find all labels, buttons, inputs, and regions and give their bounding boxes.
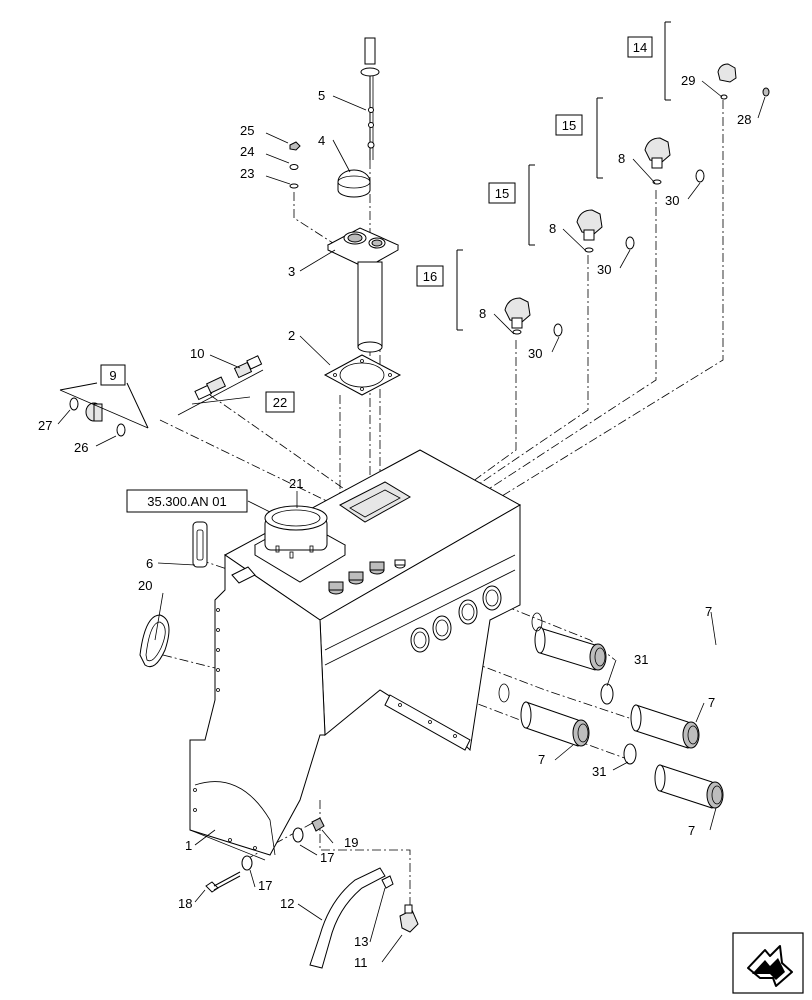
- fitting-10: [194, 355, 263, 401]
- callout-18: 18: [178, 896, 192, 911]
- gasket: [323, 354, 402, 396]
- plate-fasteners: [289, 141, 301, 189]
- callout-29: 29: [681, 73, 695, 88]
- strap-bracket: [192, 521, 208, 568]
- strap: [139, 614, 170, 668]
- box-label-9: 9: [100, 364, 126, 386]
- filter-a: [534, 626, 607, 671]
- callout-8-mid: 8: [549, 221, 556, 236]
- callout-21: 21: [289, 476, 303, 491]
- callout-7-lower: 7: [538, 752, 545, 767]
- callout-31-lower: 31: [592, 764, 606, 779]
- flange-holes: [193, 608, 257, 850]
- bottom-hardware: [205, 817, 419, 969]
- elbow-and-plug: [717, 63, 770, 100]
- svg-text:16: 16: [423, 269, 437, 284]
- box-label-14: 14: [627, 36, 653, 58]
- svg-text:14: 14: [633, 40, 647, 55]
- next-page-arrow-icon[interactable]: [732, 932, 804, 994]
- filler-tube-assembly: [326, 227, 400, 353]
- filter-elements: [520, 626, 724, 809]
- box-label-22: 22: [265, 391, 295, 413]
- filter-b: [630, 704, 700, 749]
- port-fittings: [69, 355, 263, 437]
- filter-c: [520, 701, 590, 747]
- callout-30-mid: 30: [597, 262, 611, 277]
- callout-19: 19: [344, 835, 358, 850]
- callout-12: 12: [280, 896, 294, 911]
- box-label-15-lower: 15: [488, 182, 516, 204]
- callout-numbers: 5 4 25 24 23 3 2 10 21 6 20 27 26 8 8 8 …: [38, 73, 751, 970]
- callout-30-right: 30: [665, 193, 679, 208]
- svg-text:15: 15: [495, 186, 509, 201]
- callout-11: 11: [354, 955, 368, 970]
- filler-cap: [337, 169, 371, 198]
- callout-7-top: 7: [705, 604, 712, 619]
- callout-4: 4: [318, 133, 325, 148]
- callout-26: 26: [74, 440, 88, 455]
- callout-17-upper: 17: [320, 850, 334, 865]
- callout-20: 20: [138, 578, 152, 593]
- callout-8-left: 8: [479, 306, 486, 321]
- callout-7-bottom: 7: [688, 823, 695, 838]
- box-label-16: 16: [416, 265, 444, 287]
- callout-23: 23: [240, 166, 254, 181]
- callout-1: 1: [185, 838, 192, 853]
- svg-text:35.300.AN 01: 35.300.AN 01: [147, 494, 227, 509]
- filter-d: [654, 764, 724, 809]
- callout-24: 24: [240, 144, 254, 159]
- boxed-labels: 14 15 15 16 9 22 35.300.AN 01: [100, 36, 653, 513]
- callout-7-right: 7: [708, 695, 715, 710]
- callout-25: 25: [240, 123, 254, 138]
- callout-30-left: 30: [528, 346, 542, 361]
- callout-5: 5: [318, 88, 325, 103]
- breather-cap: [253, 505, 347, 583]
- callout-31-top: 31: [634, 652, 648, 667]
- elbow-fittings: [504, 137, 671, 335]
- svg-text:15: 15: [562, 118, 576, 133]
- reference-label: 35.300.AN 01: [126, 489, 248, 513]
- group-brackets: [59, 21, 671, 429]
- tank-top-fittings: [328, 559, 406, 595]
- callout-6: 6: [146, 556, 153, 571]
- callout-17-lower: 17: [258, 878, 272, 893]
- leader-lines: [57, 80, 766, 963]
- callout-2: 2: [288, 328, 295, 343]
- callout-28: 28: [737, 112, 751, 127]
- callout-8-right: 8: [618, 151, 625, 166]
- o-rings: [553, 169, 705, 337]
- filter-ports: [410, 585, 502, 653]
- callout-10: 10: [190, 346, 204, 361]
- svg-text:22: 22: [273, 395, 287, 410]
- snap-rings: [498, 612, 637, 765]
- callout-13: 13: [354, 934, 368, 949]
- box-label-15-upper: 15: [555, 114, 583, 136]
- callout-27: 27: [38, 418, 52, 433]
- svg-text:9: 9: [109, 368, 116, 383]
- callout-3: 3: [288, 264, 295, 279]
- dipstick: [360, 37, 380, 160]
